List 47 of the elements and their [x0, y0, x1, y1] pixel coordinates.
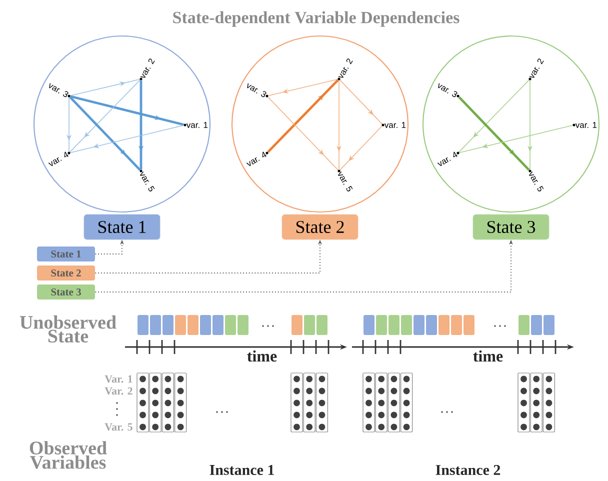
variable-label: Var. 1 [104, 375, 132, 383]
variable-point: var. 3 [438, 83, 460, 98]
state-box: State 3 [37, 284, 95, 300]
variable-point: var. 1 [572, 122, 597, 128]
instance-label: Instance 2 [436, 464, 500, 476]
arrow [268, 96, 338, 170]
arrow [70, 95, 184, 126]
state-box: State 2 [282, 214, 358, 240]
circle-frame [422, 35, 600, 213]
circle-frame [33, 35, 211, 213]
variable-point: var. 1 [382, 122, 406, 128]
title: State-dependent Variable Dependencies [173, 11, 460, 27]
variable-label: Var. 2 [104, 387, 132, 395]
variable-point: var. 3 [247, 83, 268, 98]
variable-point: var. 2 [338, 58, 353, 80]
axis-label: time [473, 350, 503, 362]
variable-point: var. 5 [140, 170, 155, 192]
arrow [268, 78, 338, 96]
instance-label: Instance 1 [210, 464, 274, 475]
variable-point: var. 2 [140, 58, 155, 80]
arrow [70, 124, 184, 154]
variable-point: var. 1 [184, 122, 208, 128]
variable-point: var. 5 [338, 170, 353, 192]
axis-label: time [247, 350, 277, 362]
arrow [70, 78, 140, 96]
arrow [459, 124, 573, 154]
arrow [70, 80, 140, 152]
variable-point: var. 2 [528, 58, 544, 80]
variable-point: var. 3 [49, 83, 70, 98]
arrow [458, 96, 530, 171]
variable-point: var. 4 [246, 152, 268, 166]
state-box: State 2 [37, 266, 95, 280]
state-box: State 1 [37, 246, 95, 262]
state-box: State 1 [84, 214, 160, 240]
variable-point: var. 5 [528, 170, 544, 192]
variable-point: var. 4 [437, 152, 460, 166]
axis-title: Observed Variables [30, 441, 107, 469]
axis-title: Unobserved State [20, 315, 116, 343]
arrow [69, 96, 141, 171]
arrow [340, 80, 382, 124]
arrow [340, 126, 382, 170]
variable-point: var. 4 [48, 152, 70, 166]
arrow [267, 79, 339, 153]
arrow [458, 80, 530, 152]
variable-label: Var. 5 [104, 423, 132, 431]
circle-frame [231, 35, 409, 213]
state-box: State 3 [472, 214, 550, 240]
